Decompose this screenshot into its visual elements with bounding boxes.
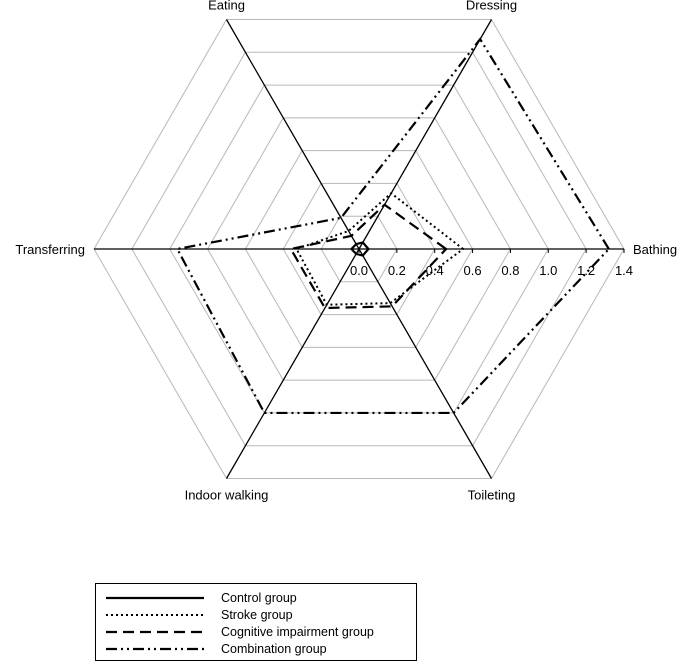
axis-dressing: [358, 19, 493, 250]
tick-label-7: 1.4: [615, 263, 633, 278]
legend: Control group Stroke group Cognitive imp…: [95, 583, 417, 661]
tick-label-3: 0.6: [464, 263, 482, 278]
tick-label-2: 0.4: [426, 263, 444, 278]
radar-axes: [94, 19, 625, 479]
axis-label-toileting: Toileting: [468, 487, 516, 502]
axis-eating: [225, 19, 360, 250]
axis-label-indoor-walking: Indoor walking: [185, 487, 269, 502]
series-combination-group: [175, 37, 611, 415]
axis-label-eating: Eating: [208, 0, 245, 13]
tick-label-4: 0.8: [501, 263, 519, 278]
tick-label-5: 1.0: [539, 263, 557, 278]
legend-item-stroke: Stroke group: [96, 607, 416, 624]
legend-swatch-stroke: [106, 614, 204, 616]
legend-label-stroke: Stroke group: [221, 608, 293, 622]
axis-toileting: [358, 248, 493, 479]
legend-item-combination: Combination group: [96, 641, 416, 658]
legend-label-cognitive: Cognitive impairment group: [221, 625, 374, 639]
tick-label-1: 0.2: [388, 263, 406, 278]
legend-swatch-cognitive: [106, 630, 204, 634]
axis-label-dressing: Dressing: [466, 0, 517, 13]
axis-indoor-walking: [225, 248, 360, 479]
series-stroke-group: [295, 191, 465, 306]
radar-series: [175, 37, 611, 415]
legend-item-cognitive: Cognitive impairment group: [96, 624, 416, 641]
legend-item-control: Control group: [96, 590, 416, 607]
series-control-group: [349, 241, 370, 257]
legend-swatch-control: [106, 596, 204, 600]
legend-label-control: Control group: [221, 591, 297, 605]
legend-label-combination: Combination group: [221, 642, 327, 656]
legend-swatch-combination: [106, 647, 204, 651]
series-cognitive-impairment-group: [289, 203, 448, 310]
tick-label-6: 1.2: [577, 263, 595, 278]
axis-label-bathing: Bathing: [633, 242, 677, 257]
tick-label-0: 0.0: [350, 263, 368, 278]
axis-label-transferring: Transferring: [15, 242, 85, 257]
